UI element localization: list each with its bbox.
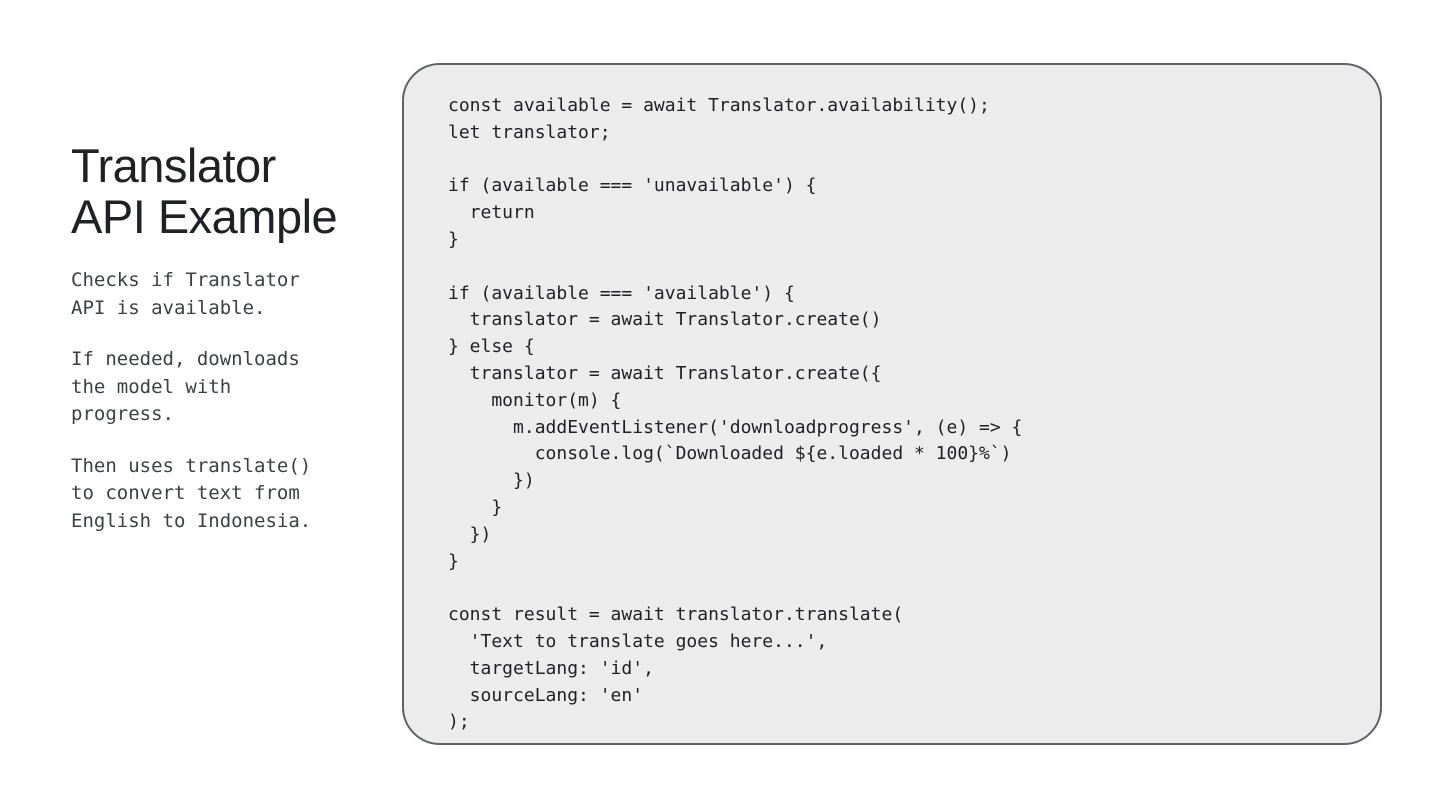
code-line: monitor(m) { [448, 389, 622, 411]
code-line: const available = await Translator.avail… [448, 95, 990, 116]
code-line: } else { [448, 336, 535, 358]
code-line: const result = await translator.translat… [448, 604, 904, 626]
code-line: console.log(`Downloaded ${e.loaded * 100… [448, 443, 1012, 465]
code-line: ); [448, 711, 470, 733]
code-line: targetLang: 'id', [448, 657, 654, 679]
code-line: } [448, 550, 459, 572]
code-line: }) [448, 470, 535, 492]
code-line: return [448, 202, 535, 224]
slide-title-line: API Example [71, 190, 338, 243]
code-panel: const available = await Translator.avail… [402, 63, 1382, 745]
code-line: 'Text to translate goes here...', [448, 630, 828, 652]
code-block: const available = await Translator.avail… [448, 93, 1022, 736]
description-paragraph: If needed, downloads the model with prog… [71, 348, 300, 425]
code-line: translator = await Translator.create({ [448, 362, 882, 384]
code-line [448, 147, 1022, 174]
slide-title: Translator API Example [71, 139, 338, 243]
slide-description: Checks if Translator API is available. I… [71, 267, 371, 559]
code-line [448, 254, 1022, 281]
code-line [448, 575, 1022, 602]
code-line: if (available === 'available') { [448, 282, 795, 304]
slide-title-line: Translator [71, 139, 276, 192]
code-line: let translator; [448, 121, 611, 143]
code-line: } [448, 228, 459, 250]
code-line: } [448, 496, 503, 518]
code-line: m.addEventListener('downloadprogress', (… [448, 416, 1023, 438]
description-paragraph: Checks if Translator API is available. [71, 269, 300, 319]
code-line: sourceLang: 'en' [448, 684, 644, 706]
code-line: translator = await Translator.create() [448, 309, 882, 331]
description-paragraph: Then uses translate() to convert text fr… [71, 454, 312, 532]
code-line: }) [448, 523, 492, 545]
code-line: if (available === 'unavailable') { [448, 175, 817, 197]
